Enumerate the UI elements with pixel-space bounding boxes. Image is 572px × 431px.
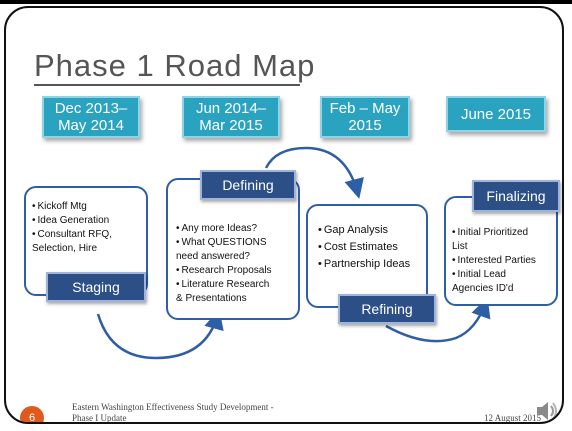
list-item: What QUESTIONS need answered? <box>176 236 296 264</box>
page-number-badge: 6 <box>20 406 44 422</box>
date-box-2: Jun 2014– Mar 2015 <box>182 96 280 138</box>
defining-list: Any more Ideas? What QUESTIONS need answ… <box>176 222 296 306</box>
arrow-defining-to-refining <box>264 146 364 199</box>
refining-list: Gap Analysis Cost Estimates Partnership … <box>318 222 426 273</box>
arrow-staging-to-defining <box>96 309 224 360</box>
slide: Phase 1 Road Map Dec 2013– May 2014 Jun … <box>4 6 564 424</box>
list-item: Interested Parties <box>452 254 556 268</box>
list-item: Initial Prioritized List <box>452 226 556 254</box>
finalizing-list: Initial Prioritized List Interested Part… <box>452 226 556 296</box>
date-box-1: Dec 2013– May 2014 <box>42 96 140 138</box>
list-item: Cost Estimates <box>318 239 426 256</box>
staging-list: Kickoff Mtg Idea Generation Consultant R… <box>32 200 144 256</box>
list-item: Gap Analysis <box>318 222 426 239</box>
date-box-3: Feb – May 2015 <box>320 96 410 138</box>
flow-arrows <box>96 146 491 360</box>
list-item: Any more Ideas? <box>176 222 296 236</box>
arrow-refining-to-finalizing <box>385 297 491 343</box>
footer-text: Eastern Washington Effectiveness Study D… <box>72 402 274 423</box>
list-item: Idea Generation <box>32 214 144 228</box>
list-item: Partnership Ideas <box>318 256 426 273</box>
list-item: Literature Research & Presentations <box>176 278 296 306</box>
list-item: Initial Lead Agencies ID'd <box>452 268 556 296</box>
title-underline <box>34 84 300 86</box>
stage-label-finalizing: Finalizing <box>472 180 560 212</box>
list-item: Research Proposals <box>176 264 296 278</box>
slide-title: Phase 1 Road Map <box>34 48 316 83</box>
list-item: Kickoff Mtg <box>32 200 144 214</box>
stage-label-defining: Defining <box>200 170 296 200</box>
footer-date: 12 August 2015 <box>484 413 542 423</box>
speaker-icon[interactable] <box>534 398 560 424</box>
stage-label-refining: Refining <box>338 294 436 324</box>
stage-label-staging: Staging <box>46 272 146 302</box>
top-border-line <box>0 0 572 4</box>
date-box-4: June 2015 <box>446 96 546 132</box>
list-item: Consultant RFQ, Selection, Hire <box>32 228 144 256</box>
